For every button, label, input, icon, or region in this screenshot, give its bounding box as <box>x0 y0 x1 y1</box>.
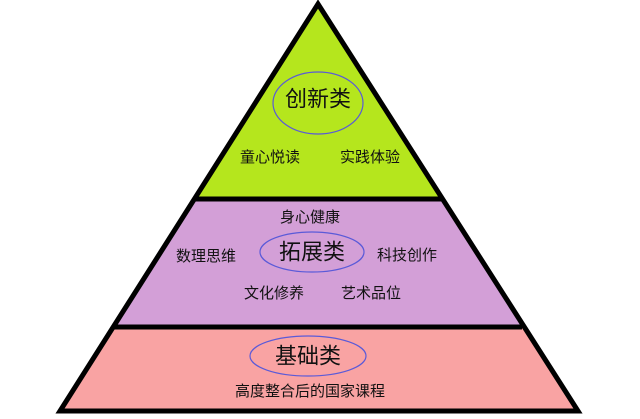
middle-item: 身心健康 <box>280 208 340 226</box>
bottom-layer-foundation <box>60 327 578 411</box>
top-layer-innovation <box>194 4 442 199</box>
middle-title: 拓展类 <box>279 241 345 266</box>
pyramid-outline <box>55 0 583 414</box>
top-item: 童心悦读 <box>240 148 300 166</box>
middle-item: 文化修养 <box>244 284 304 302</box>
middle-item: 艺术品位 <box>341 284 401 302</box>
top-title-ellipse <box>272 71 364 135</box>
middle-title-ellipse <box>259 231 365 273</box>
bottom-title-ellipse <box>249 335 367 377</box>
bottom-title: 基础类 <box>275 345 341 370</box>
middle-item: 数理思维 <box>176 247 236 265</box>
middle-layer-extension <box>114 199 522 327</box>
bottom-caption: 高度整合后的国家课程 <box>235 382 385 400</box>
middle-item: 科技创作 <box>377 246 437 264</box>
top-item: 实践体验 <box>340 148 400 166</box>
top-title: 创新类 <box>285 88 351 113</box>
